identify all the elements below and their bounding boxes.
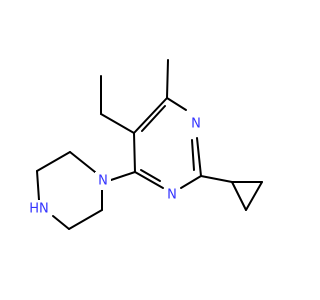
atom-nh-text: HN <box>29 202 49 217</box>
atom-label-nh: HN <box>26 200 52 218</box>
ethyl-bond-1 <box>100 113 135 134</box>
bond-c5-c6-double <box>141 105 166 132</box>
atom-n3-text: N <box>167 188 177 203</box>
atom-n-piperazine-text: N <box>98 174 108 189</box>
pyrimidine-ring <box>133 97 202 189</box>
bond-n3-c4 <box>134 171 164 189</box>
atom-label-n-piperazine: N <box>95 172 111 190</box>
cyclopropyl-group <box>200 175 263 211</box>
bond-n1-c2-double <box>191 139 195 171</box>
atom-n1-text: N <box>191 117 201 132</box>
cyclopropyl-bond-2 <box>245 181 263 211</box>
bond-n3-c4-double <box>140 169 161 182</box>
piperazine-ring <box>36 151 103 230</box>
piperazine-bond-3 <box>36 170 40 201</box>
cyclopropyl-link-bond <box>200 175 233 183</box>
bond-c6-n1 <box>166 97 187 111</box>
atom-label-n1: N <box>188 115 204 133</box>
bond-c2-n3 <box>180 175 202 189</box>
bond-c5-c6 <box>133 97 168 134</box>
piperazine-bond-5 <box>68 209 103 230</box>
bond-c4-c5 <box>133 132 136 173</box>
ethyl-group <box>100 75 135 134</box>
piperazine-bond-2 <box>36 151 71 172</box>
piperazine-bond-1 <box>69 151 96 173</box>
aryl-piperazine-bond <box>110 171 136 181</box>
chemical-structure: N N N HN <box>26 59 263 230</box>
atom-label-n3: N <box>164 186 180 204</box>
piperazine-bond-4 <box>52 215 70 230</box>
methyl-bond <box>166 59 169 99</box>
cyclopropyl-bond-3 <box>231 181 247 211</box>
bond-n1-c2 <box>196 137 202 177</box>
